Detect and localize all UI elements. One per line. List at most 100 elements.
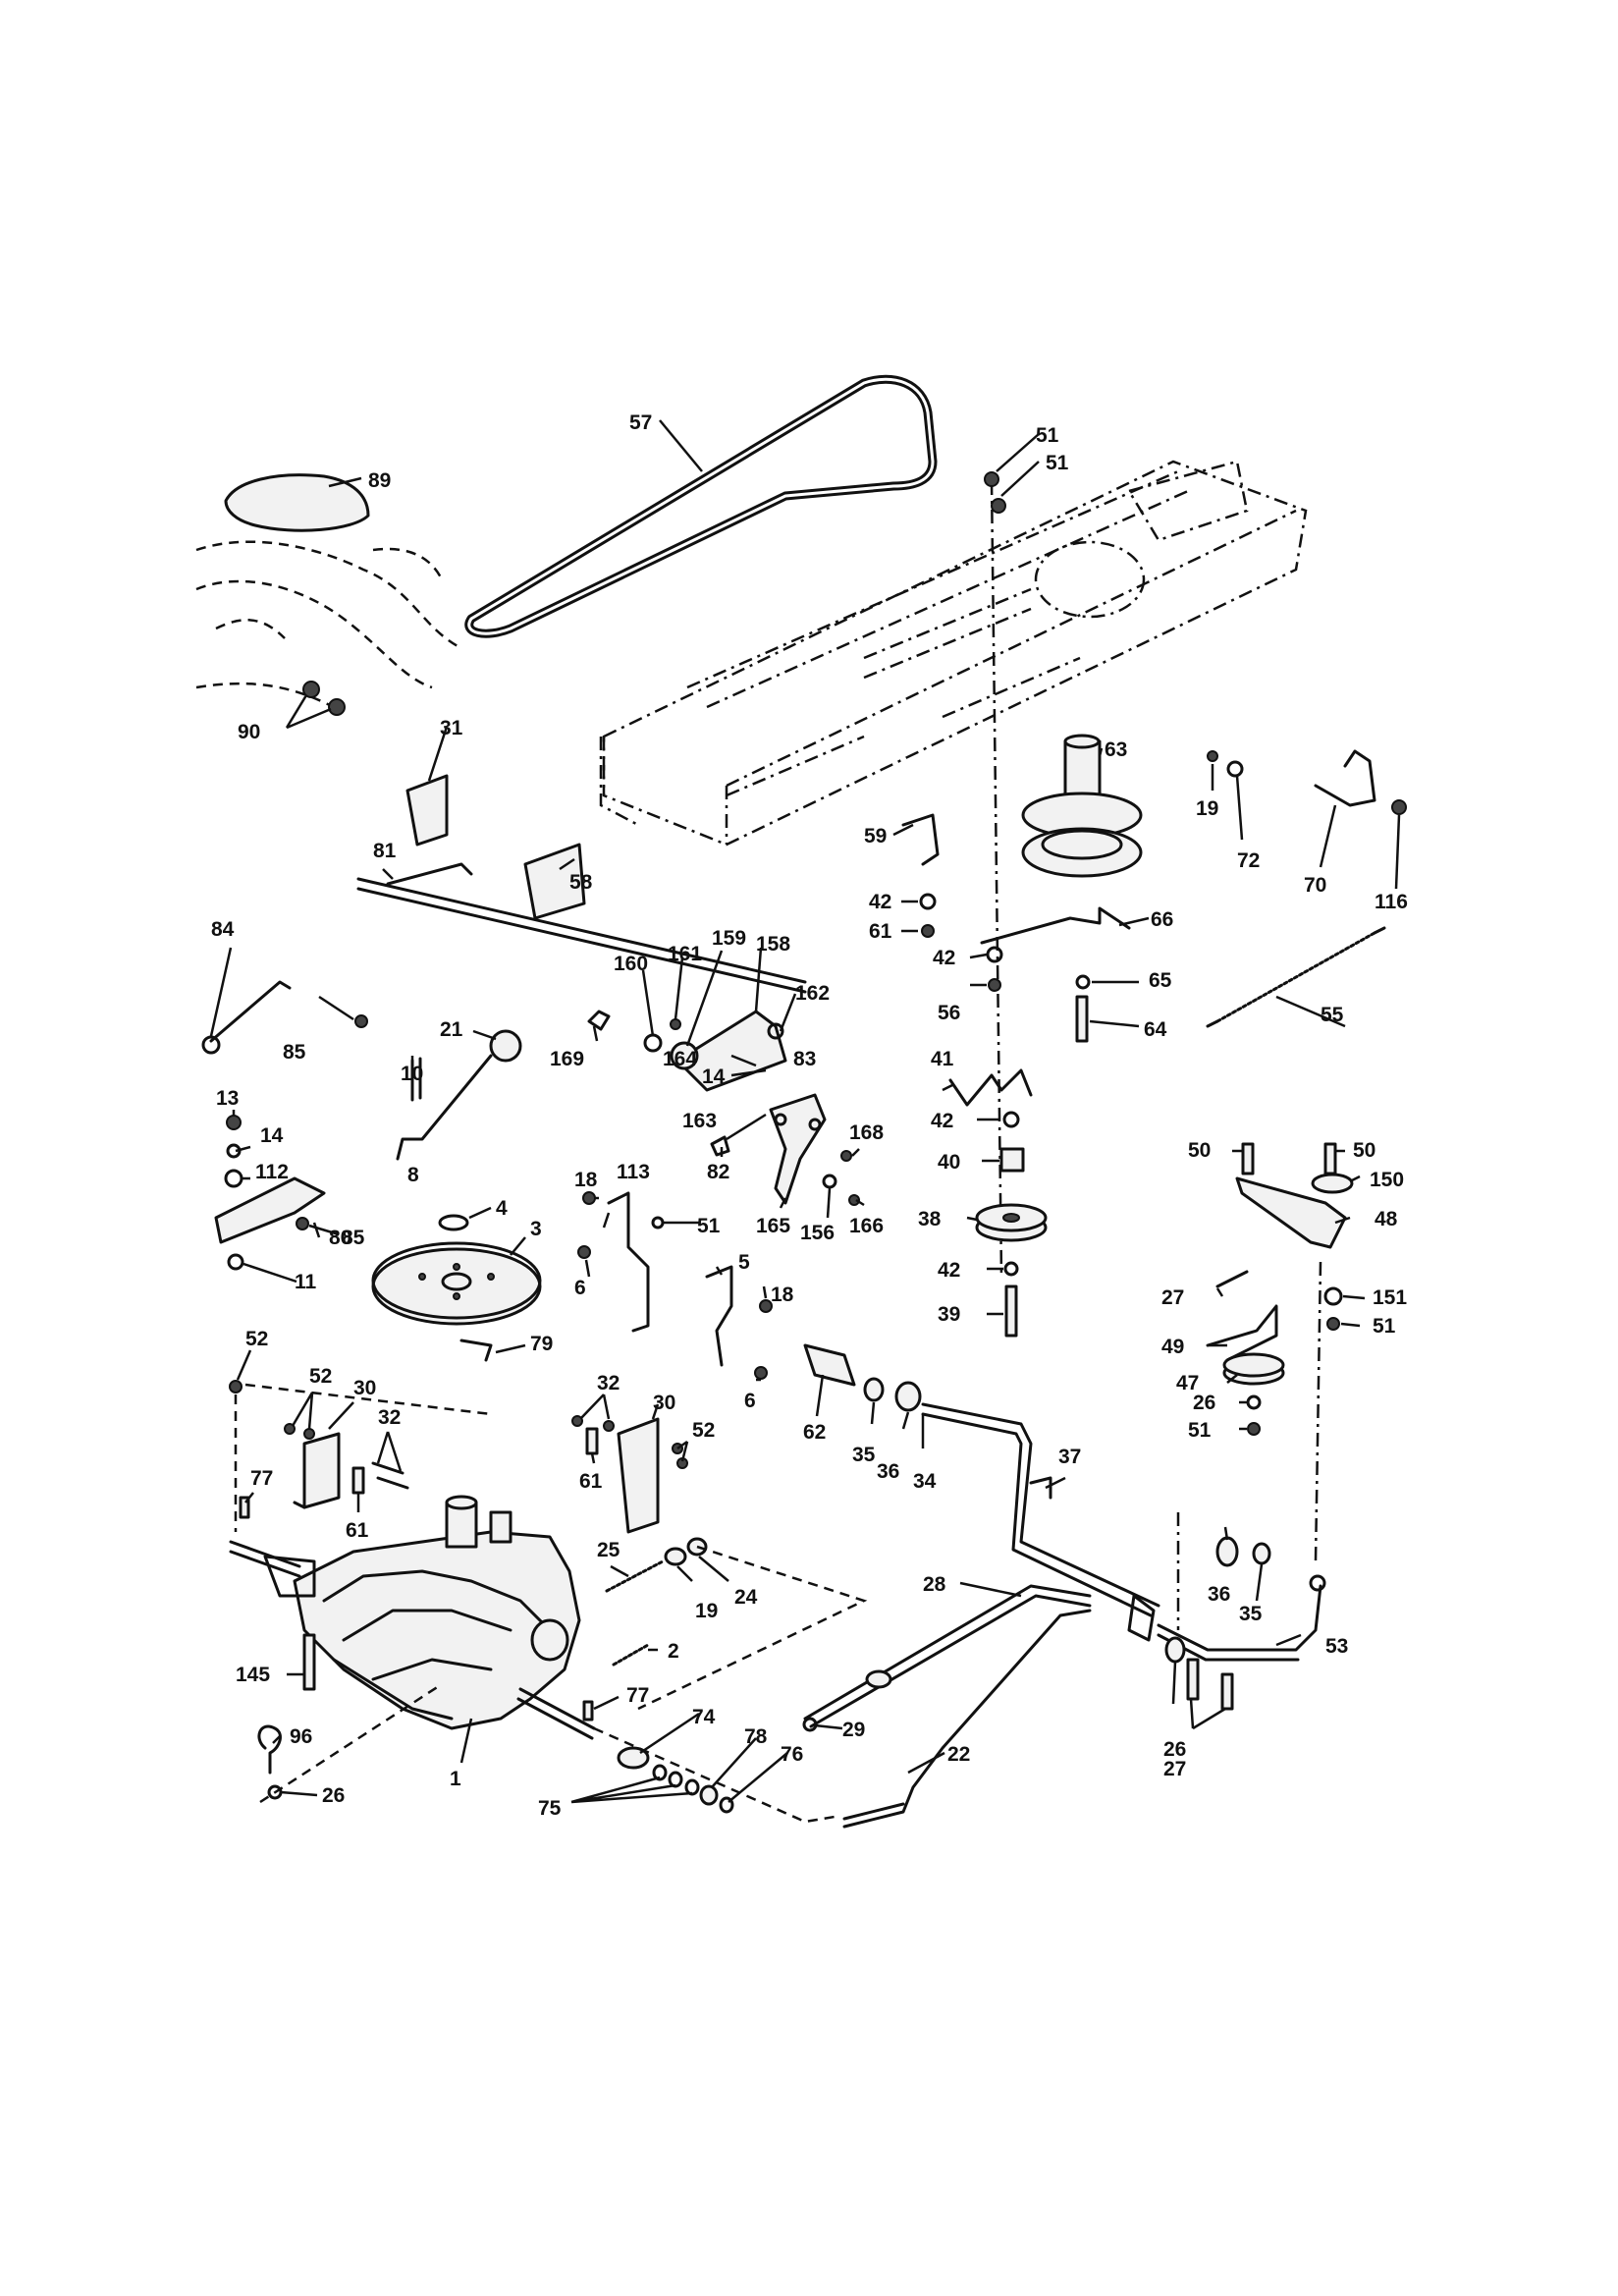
callout-83: 83 xyxy=(793,1048,816,1070)
callout-160: 160 xyxy=(614,953,648,975)
callout-2: 2 xyxy=(668,1640,679,1663)
axle-line-right xyxy=(593,1726,836,1824)
callout-96: 96 xyxy=(290,1725,312,1748)
callout-72: 72 xyxy=(1237,849,1260,872)
callout-51: 51 xyxy=(1188,1419,1212,1442)
washer-156 xyxy=(822,1174,837,1189)
bolt-50a xyxy=(1241,1142,1255,1175)
callout-26: 26 xyxy=(322,1784,345,1807)
pin-77b xyxy=(582,1700,594,1722)
callout-40: 40 xyxy=(938,1151,960,1174)
washer-78 xyxy=(699,1784,719,1806)
rod-28 xyxy=(803,1584,1092,1721)
callout-14: 14 xyxy=(260,1124,284,1147)
washer-42c xyxy=(1002,1111,1020,1128)
washer-42d xyxy=(1003,1261,1019,1277)
callout-26: 26 xyxy=(1193,1392,1215,1414)
bolt-56 xyxy=(988,978,1001,992)
key-79 xyxy=(459,1339,493,1362)
callout-70: 70 xyxy=(1304,874,1326,897)
bolt-61a xyxy=(921,924,935,938)
callout-85: 85 xyxy=(342,1227,365,1249)
callout-58: 58 xyxy=(569,871,593,894)
rod-53 xyxy=(1157,1584,1322,1652)
spring-55 xyxy=(1206,926,1386,1028)
callout-150: 150 xyxy=(1370,1169,1404,1191)
bolt-50b xyxy=(1323,1142,1337,1175)
callout-35: 35 xyxy=(852,1444,876,1466)
callout-24: 24 xyxy=(734,1586,758,1609)
washer-112 xyxy=(224,1169,243,1188)
callout-151: 151 xyxy=(1373,1286,1407,1309)
callout-78: 78 xyxy=(744,1725,768,1748)
callout-51: 51 xyxy=(1373,1315,1396,1338)
callout-30: 30 xyxy=(653,1392,675,1414)
callout-80: 80 xyxy=(329,1227,351,1249)
callout-27: 27 xyxy=(1161,1286,1184,1309)
bracket-49 xyxy=(1206,1304,1278,1362)
callout-31: 31 xyxy=(440,717,463,739)
callouts: 57 89 51 51 90 31 63 19 72 70 116 59 42 … xyxy=(211,411,1408,1820)
callout-51: 51 xyxy=(1036,424,1059,447)
callout-51: 51 xyxy=(697,1215,721,1237)
callout-26: 26 xyxy=(1163,1738,1186,1761)
spring-25 xyxy=(605,1559,665,1593)
callout-19: 19 xyxy=(1196,797,1218,820)
callout-79: 79 xyxy=(530,1333,553,1355)
rod-22 xyxy=(842,1609,1092,1829)
bolt-168 xyxy=(840,1150,852,1162)
pin-96 xyxy=(257,1724,282,1775)
spacer-150 xyxy=(1311,1173,1354,1194)
nut-166 xyxy=(848,1194,860,1206)
engine-pulley-63 xyxy=(1021,734,1143,878)
callout-55: 55 xyxy=(1321,1004,1344,1026)
mount-line-mid xyxy=(244,1383,492,1416)
clip-82 xyxy=(710,1135,730,1157)
callout-32: 32 xyxy=(378,1406,401,1429)
clip-169 xyxy=(587,1010,611,1031)
callout-64: 64 xyxy=(1144,1018,1167,1041)
bushing-28 xyxy=(865,1669,892,1689)
frame-outline xyxy=(599,460,1308,847)
washer-75a xyxy=(652,1764,668,1781)
callout-41: 41 xyxy=(931,1048,954,1070)
callout-166: 166 xyxy=(849,1215,884,1237)
callout-37: 37 xyxy=(1058,1446,1081,1468)
washer-151 xyxy=(1323,1286,1343,1306)
nut-51d xyxy=(1326,1317,1340,1331)
nut-90a xyxy=(302,681,320,698)
callout-81: 81 xyxy=(373,840,397,862)
callout-35: 35 xyxy=(1239,1603,1263,1625)
callout-52: 52 xyxy=(309,1365,332,1388)
callout-51: 51 xyxy=(1046,452,1069,474)
callout-1: 1 xyxy=(450,1768,461,1790)
leader-lines xyxy=(209,419,1401,1804)
callout-77: 77 xyxy=(250,1467,273,1490)
washer-36b xyxy=(1215,1536,1239,1567)
callout-165: 165 xyxy=(756,1215,790,1237)
callout-52: 52 xyxy=(245,1328,268,1350)
nut-51c xyxy=(651,1216,665,1230)
bolt-116 xyxy=(1391,799,1407,815)
fender-outline xyxy=(195,540,462,709)
callout-3: 3 xyxy=(530,1218,542,1240)
ring-76 xyxy=(719,1796,734,1814)
washer-26b xyxy=(1164,1636,1186,1664)
nut-52b1 xyxy=(284,1423,296,1435)
callout-61: 61 xyxy=(579,1470,603,1493)
idler-pulley-47 xyxy=(1222,1352,1285,1386)
bolt-18b xyxy=(759,1299,773,1313)
bushing-62 xyxy=(803,1343,856,1387)
bracket-5 xyxy=(705,1265,733,1367)
callout-66: 66 xyxy=(1151,908,1173,931)
callout-22: 22 xyxy=(947,1743,970,1766)
callout-63: 63 xyxy=(1105,738,1127,761)
callout-164: 164 xyxy=(663,1048,697,1070)
callout-42: 42 xyxy=(869,891,891,913)
shaft-81 xyxy=(356,862,807,994)
nut-51e xyxy=(1247,1422,1261,1436)
callout-42: 42 xyxy=(931,1110,953,1132)
callout-14: 14 xyxy=(702,1066,726,1088)
callout-168: 168 xyxy=(849,1121,884,1144)
callout-4: 4 xyxy=(496,1197,508,1220)
